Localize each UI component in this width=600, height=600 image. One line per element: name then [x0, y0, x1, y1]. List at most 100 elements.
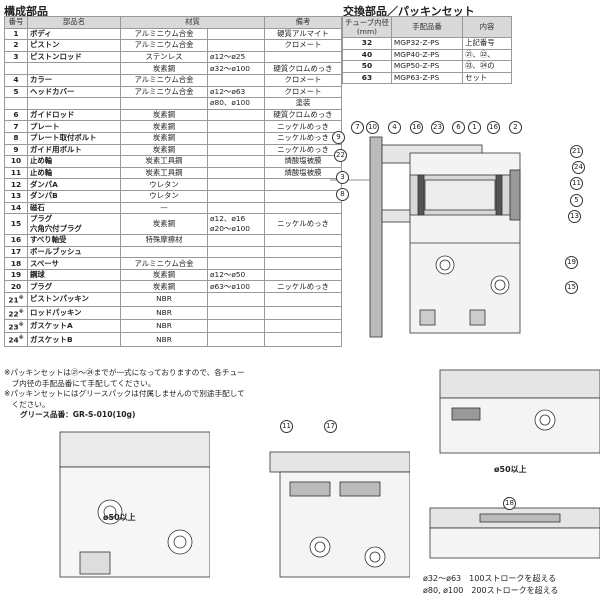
grease-code: グリース品番：GR-S-010(10g) — [20, 410, 136, 419]
col-header-code: 手配品番 — [390, 16, 464, 38]
part-number: 21※ — [4, 292, 28, 307]
part-number: 9 — [4, 143, 28, 157]
part-size — [207, 108, 265, 122]
part-note: 塗装 — [264, 97, 342, 110]
part-number: 13 — [4, 189, 28, 203]
bore-value: 50 — [342, 60, 392, 73]
caption-right-mid: ø50以上 — [494, 465, 527, 474]
callout-number: 4 — [388, 121, 401, 134]
col-header-content: 内容 — [462, 16, 512, 38]
part-note: ニッケルめっき — [264, 213, 342, 236]
part-number: 17 — [4, 245, 28, 259]
note-line: ブ内径の手配品番にて手配してください。 — [4, 378, 156, 388]
callout-number: 16 — [487, 121, 500, 134]
part-name: ボールブッシュ — [27, 245, 121, 259]
part-material — [120, 245, 208, 259]
part-name-line2: 六角穴付プラグ — [30, 224, 82, 234]
callout-number: 9 — [332, 131, 345, 144]
callout-number: 3 — [336, 171, 349, 184]
part-material: 炭素工具鋼 — [120, 166, 208, 180]
part-number: 23※ — [4, 318, 28, 334]
callout-number: 13 — [568, 210, 581, 223]
part-note — [264, 332, 342, 347]
col-header-no: 番号 — [4, 16, 28, 29]
callout-number: 21 — [570, 145, 583, 158]
part-material: ウレタン — [120, 178, 208, 191]
part-size — [207, 178, 265, 191]
callout-number: 11 — [570, 177, 583, 190]
part-note: クロメート — [264, 85, 342, 99]
part-size — [207, 189, 265, 203]
part-size — [207, 39, 265, 52]
part-name: プレート — [27, 120, 121, 133]
part-material: アルミニウム合金 — [120, 85, 208, 99]
order-code: MGP63-Z-PS — [390, 71, 464, 85]
part-number: 16 — [4, 234, 28, 247]
callout-number: 1 — [468, 121, 481, 134]
part-size — [207, 73, 265, 87]
part-number-value: 24 — [8, 335, 19, 345]
part-number — [4, 97, 28, 110]
part-number — [4, 62, 28, 75]
part-name: 止め輪 — [27, 155, 121, 168]
part-size: ø32〜ø100 — [207, 62, 265, 75]
section-left-drawing — [59, 431, 210, 578]
bore-header-line2: (mm) — [356, 27, 378, 36]
col-header-bore: チューブ内径 (mm) — [342, 16, 392, 38]
callout-number: 8 — [336, 188, 349, 201]
kit-content: ㉓、㉔の — [462, 60, 512, 73]
part-name: ピストンロッド — [27, 50, 121, 64]
part-number: 3 — [4, 50, 28, 64]
note-line: ※パッキンセットにはグリースパックは付属しませんので別途手配して — [4, 389, 245, 398]
part-size: ø12〜ø25 — [207, 50, 265, 64]
part-material: アルミニウム合金 — [120, 257, 208, 270]
replace-table: チューブ内径 (mm) 手配品番 内容 32 MGP32-Z-PS 上記番号 4… — [342, 16, 512, 85]
bore-value: 32 — [342, 37, 392, 50]
part-size — [207, 201, 265, 215]
part-name: ヘッドカバー — [27, 85, 121, 99]
replace-title: 交換部品／パッキンセット — [343, 5, 475, 18]
part-name: ガスケットB — [27, 332, 121, 347]
part-number: 2 — [4, 39, 28, 52]
part-name: ガイドロッド — [27, 108, 121, 122]
part-material: NBR — [120, 292, 208, 307]
part-name: ダンパB — [27, 189, 121, 203]
notes-block: ※パッキンセットは㉑〜㉔までが一式になっておりますので、各チュー ブ内径の手配品… — [4, 368, 404, 421]
order-code: MGP50-Z-PS — [390, 60, 464, 73]
part-number: 18 — [4, 257, 28, 270]
part-name: 鋼球 — [27, 268, 121, 282]
part-note: ニッケルめっき — [264, 131, 342, 145]
part-material: 炭素鋼 — [120, 280, 208, 294]
part-size — [207, 131, 265, 145]
part-material: 炭素鋼 — [120, 120, 208, 133]
callout-number: 17 — [324, 420, 337, 433]
part-name: 磁石 — [27, 201, 121, 215]
part-number-value: 23 — [8, 322, 19, 332]
part-note — [264, 178, 342, 191]
note-mark: ※ — [18, 308, 24, 315]
cross-section-drawing — [330, 136, 521, 338]
part-size-line1: ø12、ø16 — [210, 214, 246, 224]
callout-number: 24 — [572, 161, 585, 174]
part-material: 炭素鋼 — [120, 108, 208, 122]
note-line: ※パッキンセットは㉑〜㉔までが一式になっておりますので、各チュー — [4, 368, 245, 377]
part-material — [120, 97, 208, 110]
callout-number: 23 — [431, 121, 444, 134]
part-size — [207, 318, 265, 334]
part-note: クロメート — [264, 39, 342, 52]
kit-content: セット — [462, 71, 512, 85]
part-number: 20 — [4, 280, 28, 294]
part-size: ø63〜ø100 — [207, 280, 265, 294]
